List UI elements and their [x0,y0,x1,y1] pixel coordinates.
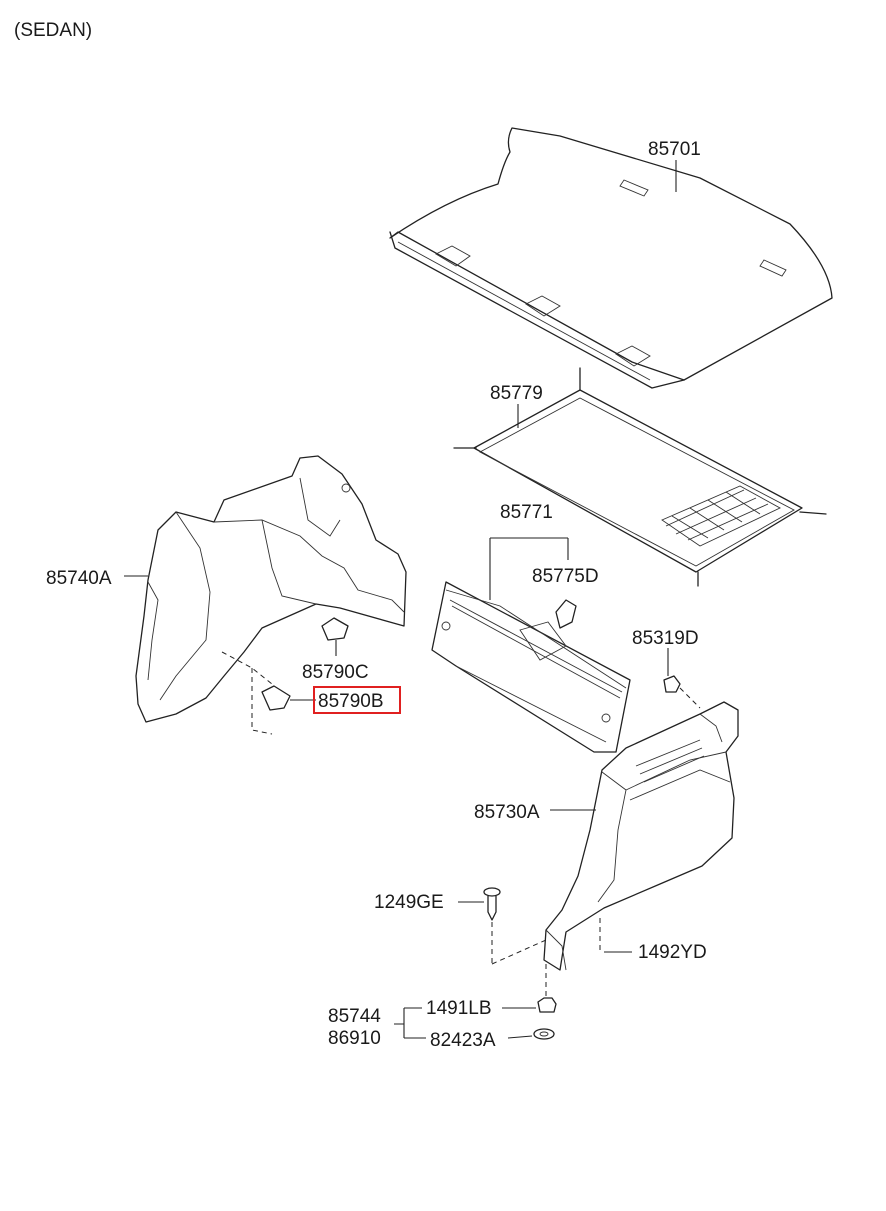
right-side-trim-panel [543,701,739,971]
leader-82423A [507,1035,533,1039]
rear-package-tray [389,127,833,389]
leader-85771 [489,537,569,600]
left-side-trim-panel [135,455,407,723]
part-label-85744: 85744 [328,1006,381,1027]
part-label-85775D: 85775D [532,566,599,587]
part-label-85740A: 85740A [46,568,112,589]
variant-label: (SEDAN) [14,20,92,41]
part-label-85779: 85779 [490,383,543,404]
part-label-85730A: 85730A [474,802,540,823]
part-label-85790C: 85790C [302,662,369,683]
cargo-net [453,367,827,587]
transverse-trim-panel [431,581,631,753]
part-label-1249GE: 1249GE [374,892,444,913]
part-label-1491LB: 1491LB [426,998,492,1019]
highlight-box-85790B [313,686,401,714]
screw-1249GE [483,887,547,965]
washer-82423A [533,1028,555,1040]
part-label-82423A: 82423A [430,1030,496,1051]
bracket-85790B [261,685,291,711]
part-label-85790B: 85790B [318,691,384,712]
leader-bracket-85744 [394,1007,426,1039]
part-label-85701: 85701 [648,139,701,160]
install-path-85790B [221,651,273,735]
part-label-85319D: 85319D [632,628,699,649]
trim-clip-85775D [555,599,577,629]
nut-1491LB [537,964,557,1013]
part-label-85771: 85771 [500,502,553,523]
fastener-85319D [663,675,701,709]
part-label-1492YD: 1492YD [638,942,707,963]
bracket-85790C [321,617,349,641]
part-label-86910: 86910 [328,1028,381,1049]
